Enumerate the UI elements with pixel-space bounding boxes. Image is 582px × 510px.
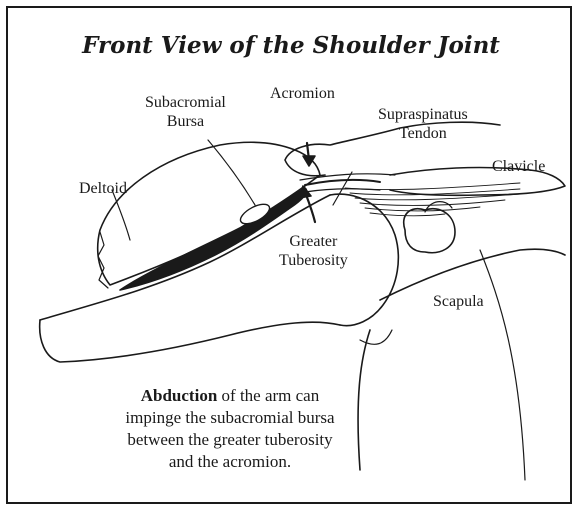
label-subacromial-bursa: Subacromial Bursa [145,93,226,131]
caption-line1-rest: of the arm can [217,386,319,405]
label-clavicle: Clavicle [492,157,545,176]
label-acromion: Acromion [270,84,335,103]
label-supraspinatus-line2: Tendon [378,124,468,143]
label-greater-line1: Greater [279,232,348,251]
scapula-edge [480,250,525,480]
supraspinatus-tendon [305,180,380,185]
label-subacromial-line1: Subacromial [145,93,226,112]
caption-line1: Abduction of the arm can [70,385,390,407]
tuberosity-arrowhead [299,186,311,198]
muscle-fibers [345,183,520,216]
humerus-shaft [40,320,340,362]
diagram-title: Front View of the Shoulder Joint [0,32,582,59]
label-supraspinatus-tendon: Supraspinatus Tendon [378,105,468,143]
label-subacromial-line2: Bursa [145,112,226,131]
label-supraspinatus-line1: Supraspinatus [378,105,468,124]
bursa-pointer [208,140,255,205]
label-deltoid: Deltoid [79,179,127,198]
caption-line2: impinge the subacromial bursa [70,407,390,429]
caption-line4: and the acromion. [70,451,390,473]
label-scapula: Scapula [433,292,484,311]
label-greater-tuberosity: Greater Tuberosity [279,232,348,270]
caption-line3: between the greater tuberosity [70,429,390,451]
label-tuberosity-line2: Tuberosity [279,251,348,270]
scapula-inner [360,330,392,344]
caption-bold: Abduction [141,386,218,405]
caption: Abduction of the arm can impinge the sub… [70,385,390,473]
